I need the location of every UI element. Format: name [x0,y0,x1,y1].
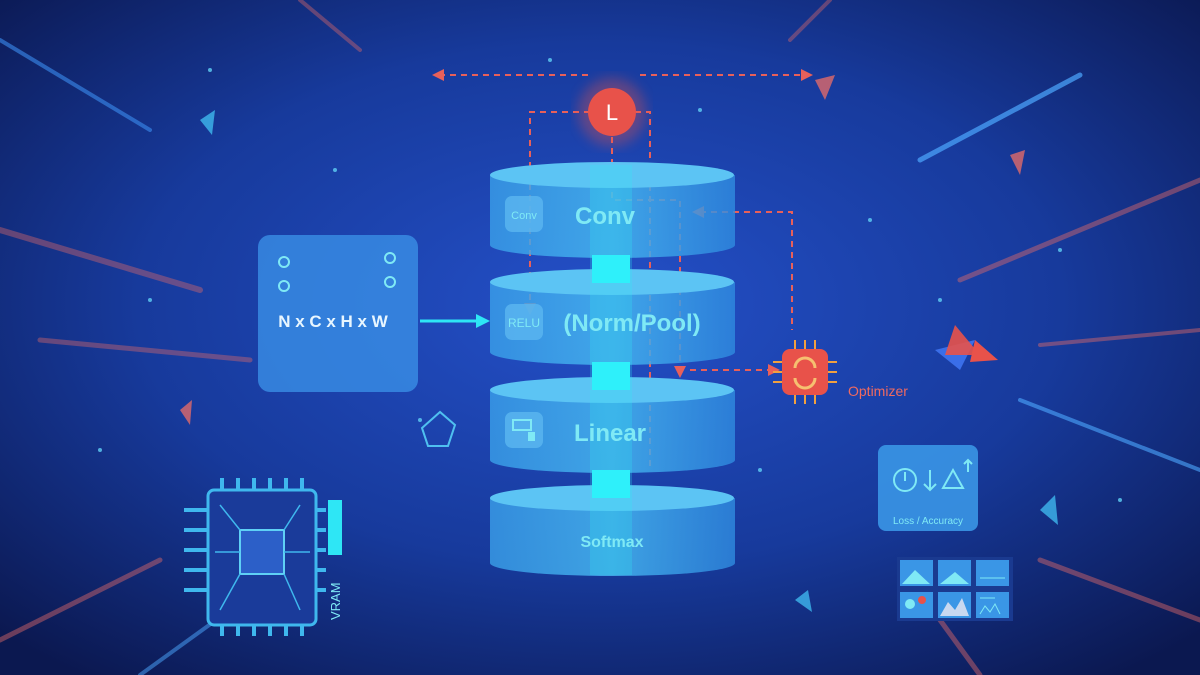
clock-icon [893,468,917,492]
chart-thumbnails [897,557,1013,621]
image-thumb-icon [902,570,930,584]
input-arrowhead [476,314,490,328]
layer-norm-pool-label: (Norm/Pool) [563,310,700,337]
layer-stack: Conv Conv RELU (Norm/Pool) Linear Softma… [490,162,735,577]
input-shape-label: N x C x H x W [278,312,389,331]
input-tensor-block[interactable]: N x C x H x W [258,235,418,392]
vram-label: VRAM [328,582,343,620]
metrics-label: Loss / Accuracy [893,516,963,527]
loss-node[interactable]: L [578,78,646,146]
conv-badge-icon [505,196,543,232]
relu-badge-label: RELU [508,316,540,330]
relu-badge-icon [505,304,543,340]
layer-linear-label: Linear [574,420,646,447]
layer-conv-label: Conv [575,203,636,230]
optimizer-label: Optimizer [848,383,908,399]
star-shape-icon [935,325,998,370]
processor-chip-icon [184,478,326,636]
loss-label: L [606,100,618,125]
refresh-chip-icon [793,356,817,390]
particles [98,58,1122,612]
hexagon-icon [420,410,457,447]
metrics-card[interactable]: Loss / Accuracy [878,445,978,531]
arrow-down-icon [923,470,937,492]
layer-softmax-label: Softmax [580,534,643,551]
linear-screen-icon [505,412,543,448]
conv-badge-label: Conv [511,210,537,222]
layer-conv[interactable] [490,162,735,259]
optimizer-node[interactable]: Optimizer [773,340,908,404]
delta-up-icon [941,458,973,489]
vram-bar [328,500,342,555]
